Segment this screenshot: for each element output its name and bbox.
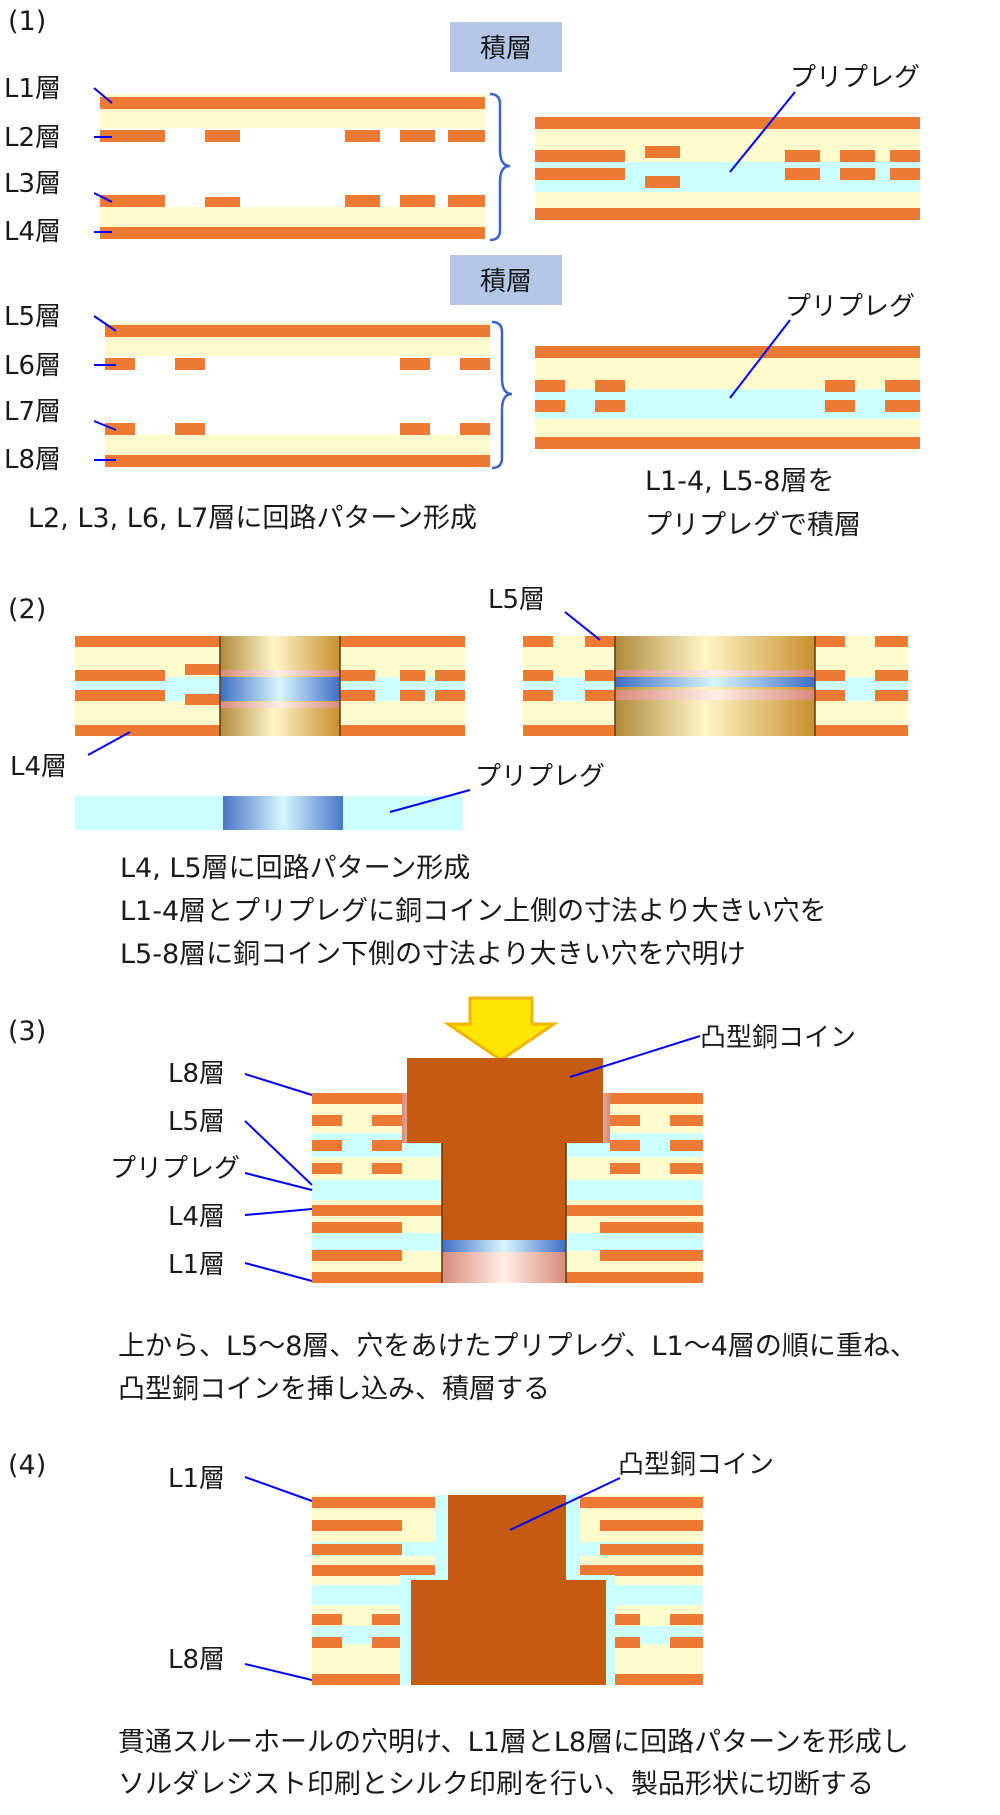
step3-label-l1: L1層 [168,1250,225,1280]
stack-right [555,1093,703,1283]
step4: (4) [8,1450,909,1800]
board-l5-l8-drilled [523,636,908,736]
step3-label-l4: L4層 [168,1202,225,1232]
step4-number: (4) [8,1450,46,1481]
step4-caption-1: 貫通スルーホールの穴明け、L1層とL8層に回路パターンを形成し [118,1727,909,1758]
final-copper-coin [411,1495,606,1685]
label-l3: L3層 [4,169,61,199]
prepreg-b [535,389,920,419]
step3-label-l5: L5層 [168,1107,225,1137]
lamination-badge-1-text: 積層 [480,34,532,64]
step2-label-l4: L4層 [10,752,67,782]
lamination-badge-1 [450,22,562,72]
lamination-badge-2-text: 積層 [480,267,532,297]
laminated-l5-l8 [535,346,920,449]
l8-copper [105,455,490,467]
step2-number: (2) [8,594,46,625]
step3: (3) [8,996,917,1405]
step3-caption-2: 凸型銅コインを挿し込み、積層する [118,1374,550,1405]
board-l1-l4-drilled [75,636,465,736]
step1: (1) 積層 L1層 L2層 L3層 [4,6,920,541]
label-l6: L6層 [4,351,61,381]
label-l7: L7層 [4,397,61,427]
brace-a [489,92,511,242]
step3-label-l8: L8層 [168,1059,225,1089]
step1-caption-right-1: L1-4, L5-8層を [645,466,834,497]
prepreg-label-b: プリプレグ [785,292,915,322]
press-arrow-icon [443,996,559,1062]
label-l5: L5層 [4,302,61,332]
stack-left [312,1093,447,1283]
prepreg-label-a: プリプレグ [790,63,920,93]
step2-caption-2: L1-4層とプリプレグに銅コイン上側の寸法より大きい穴を [120,896,827,927]
step4-coin-label: 凸型銅コイン [618,1450,774,1480]
l5-copper [105,325,490,337]
step3-caption-1: 上から、L5～8層、穴をあけたプリプレグ、L1～4層の順に重ね、 [118,1331,917,1362]
prepreg-layer-right [555,1180,703,1200]
l4-copper [100,227,485,239]
convex-copper-coin [407,1058,603,1240]
label-l4: L4層 [4,217,61,247]
prepreg-layer-left [312,1180,447,1200]
step2-label-l5: L5層 [488,585,545,615]
laminated-l1-l4 [535,117,920,220]
step2: (2) [8,585,908,970]
step2-caption-3: L5-8層に銅コイン下側の寸法より大きい穴を穴明け [120,939,746,970]
step1-number: (1) [8,6,46,37]
step1-caption: L2, L3, L6, L7層に回路パターン形成 [28,503,477,534]
step3-coin-label: 凸型銅コイン [700,1023,856,1053]
stack-l5-l8 [105,322,490,467]
label-l2: L2層 [4,123,61,153]
final-board [312,1495,703,1685]
lamination-badge-2 [450,255,562,305]
step3-number: (3) [8,1016,46,1047]
l2-pad [100,130,165,142]
step2-label-prepreg: プリプレグ [475,762,605,792]
step4-label-l1: L1層 [168,1464,225,1494]
brace-b [491,320,513,470]
step2-caption-1: L4, L5層に回路パターン形成 [120,853,470,884]
l1-copper [100,97,485,109]
prepreg-drilled [75,796,463,830]
step3-label-prepreg: プリプレグ [110,1154,240,1184]
stack-l1-l4 [100,94,485,239]
label-l8: L8層 [4,445,61,475]
step1-caption-right-2: プリプレグで積層 [645,510,861,541]
l3-pad [100,195,165,207]
label-l1: L1層 [4,74,61,104]
step4-caption-2: ソルダレジスト印刷とシルク印刷を行い、製品形状に切断する [118,1769,874,1800]
step4-label-l8: L8層 [168,1645,225,1675]
